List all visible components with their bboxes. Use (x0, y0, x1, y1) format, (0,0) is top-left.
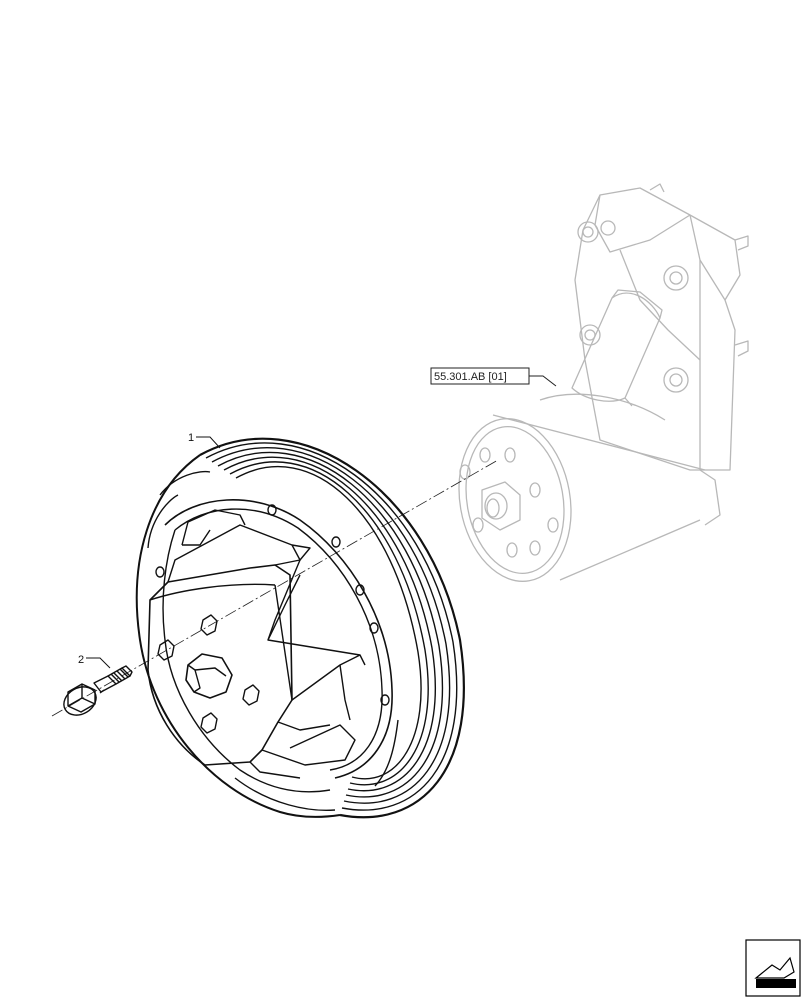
callout-1-leader (196, 436, 221, 449)
next-page-arrow-icon[interactable] (745, 939, 801, 997)
nav-icon-arrow-outline (754, 956, 795, 979)
reference-leader-line (529, 375, 557, 387)
pulley[interactable] (135, 437, 465, 819)
callout-1-number: 1 (188, 432, 194, 444)
reference-label-text: 55.301.AB [01] (434, 371, 507, 383)
callout-2-leader (86, 657, 111, 669)
callout-1[interactable]: 1 (188, 432, 221, 449)
water-pump-assembly-ghost (458, 183, 749, 582)
callout-2-number: 2 (78, 654, 84, 666)
bolt[interactable] (59, 665, 133, 721)
nav-icon-bar (756, 979, 796, 988)
callout-2[interactable]: 2 (78, 654, 111, 669)
reference-label[interactable]: 55.301.AB [01] (430, 367, 557, 387)
assembly-axis-line (51, 459, 499, 717)
